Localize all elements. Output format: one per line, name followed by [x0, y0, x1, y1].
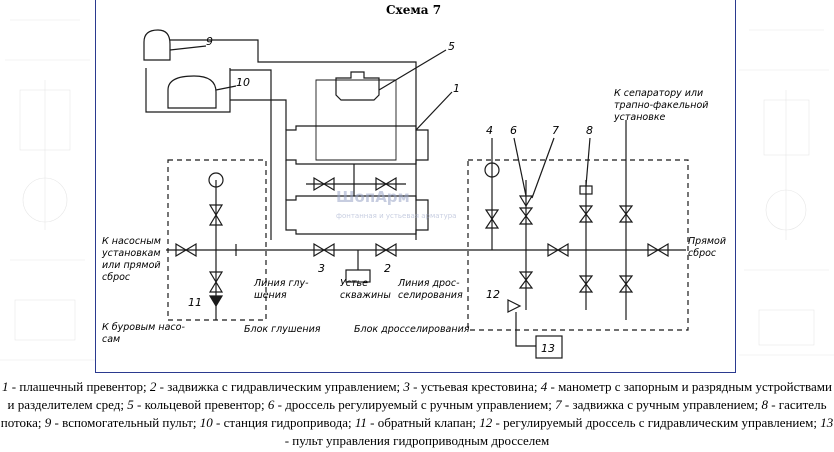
label-wellhead-1: Устье	[340, 278, 368, 289]
label-line-kill-2: шения	[254, 290, 287, 301]
caption-num-9: 9	[44, 415, 52, 430]
callout-13: 13	[541, 342, 555, 355]
callout-12: 12	[486, 288, 500, 301]
choke-control-panel-13	[535, 335, 563, 359]
caption-num-7: 7	[555, 397, 562, 412]
caption-num-3: 3	[403, 379, 410, 394]
label-separator-1: К сепаратору или	[614, 88, 703, 99]
caption-text-5: - кольцевой превентор;	[133, 397, 268, 412]
caption-num-10: 10	[199, 415, 213, 430]
caption-num-2: 2	[149, 379, 157, 394]
label-wellhead-2: скважины	[340, 290, 391, 301]
caption-num-11: 11	[354, 415, 367, 430]
label-drill-pumps-2: сам	[102, 334, 120, 345]
background-ghost-right	[739, 29, 834, 356]
caption-text-8: - гаситель потока;	[0, 397, 827, 430]
caption-num-4: 4	[540, 379, 548, 394]
caption-num-12: 12	[479, 415, 493, 430]
label-straight-1: Прямой	[688, 236, 726, 247]
caption-text-2: - задвижка с гидравлическим управлением;	[156, 379, 404, 394]
watermark-title: ШопАрм	[336, 188, 410, 206]
hydraulic-valve-2	[375, 242, 397, 258]
caption-text-10: - станция гидропривода;	[212, 415, 355, 430]
label-drill-pumps-1: К буровым насо-	[102, 322, 185, 333]
caption-text-6: - дроссель регулируемый с ручным управле…	[274, 397, 556, 412]
label-straight-2: сброс	[688, 248, 717, 259]
label-pump-in-1: К насосным	[102, 236, 161, 247]
check-valve-11	[208, 295, 224, 308]
caption-text-13: - пульт управления гидроприводным дроссе…	[284, 433, 550, 448]
hydraulic-station-10	[145, 68, 231, 113]
callout-2: 2	[384, 262, 391, 275]
label-line-kill-1: Линия глу-	[253, 278, 309, 289]
callout-11: 11	[188, 296, 202, 309]
label-separator-3: установке	[613, 112, 666, 123]
figure-caption: 1 - плашечный превентор; 2 - задвижка с …	[0, 378, 834, 450]
callout-9: 9	[206, 35, 213, 48]
ram-preventer-1	[285, 125, 429, 235]
callout-6: 6	[510, 124, 517, 137]
caption-text-9: - вспомогательный пульт;	[51, 415, 200, 430]
caption-text-1: - плашечный превентор;	[8, 379, 150, 394]
label-pump-in-2: установкам	[101, 248, 161, 259]
bop-scheme-diagram: Схема 7 9 10 5 1	[101, 3, 726, 359]
label-line-choke-1: Линия дрос-	[397, 278, 460, 289]
watermark-subtitle: фонтанная и устьевая арматура	[336, 212, 456, 220]
label-block-choke: Блок дросселирования	[354, 324, 470, 335]
label-pump-in-3: или прямой	[102, 260, 161, 271]
caption-num-1: 1	[2, 379, 9, 394]
caption-text-12: - регулируемый дроссель с гидравлическим…	[492, 415, 821, 430]
watermark: ШопАрм фонтанная и устьевая арматура	[336, 188, 456, 220]
label-block-kill: Блок глушения	[244, 324, 321, 335]
caption-num-8: 8	[761, 397, 768, 412]
wellhead-cross-3	[345, 250, 371, 283]
background-ghost-left	[0, 19, 95, 361]
callout-7: 7	[552, 124, 559, 137]
caption-num-5: 5	[127, 397, 134, 412]
caption-num-13: 13	[820, 415, 834, 430]
caption-text-7: - задвижка с ручным управлением;	[561, 397, 762, 412]
caption-text-3: - устьевая крестовина;	[409, 379, 541, 394]
caption-text-4: - манометр с запорным и разрядным устрой…	[7, 379, 832, 412]
callout-4: 4	[486, 124, 493, 137]
annular-preventer-5	[335, 71, 380, 101]
label-line-choke-2: селирования	[398, 290, 463, 301]
caption-num-6: 6	[267, 397, 275, 412]
hydraulic-choke-12	[507, 299, 522, 313]
callout-1: 1	[453, 82, 460, 95]
caption-text-11: - обратный клапан;	[366, 415, 480, 430]
auxiliary-panel-9	[143, 29, 171, 61]
scheme-title: Схема 7	[386, 3, 441, 17]
label-pump-in-4: сброс	[102, 272, 131, 283]
diagram-frame: Схема 7 9 10 5 1	[95, 0, 736, 373]
label-separator-2: трапно-факельной	[614, 100, 708, 111]
callout-8: 8	[586, 124, 593, 137]
callout-3: 3	[318, 262, 325, 275]
callout-5: 5	[448, 40, 455, 53]
callout-10: 10	[236, 76, 250, 89]
